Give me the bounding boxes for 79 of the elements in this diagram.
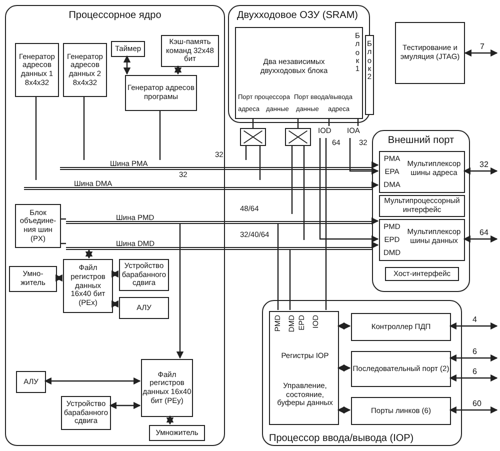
connector-line [325,138,327,310]
double-arrow [55,274,63,282]
double-arrow [109,402,141,410]
block-box [149,425,205,441]
double-arrow [174,65,182,75]
edge-label: 6 [472,368,478,376]
edge-label: 4 [472,316,478,324]
double-arrow [44,377,141,385]
block-box [351,397,451,425]
block-box [385,267,459,281]
double-arrow [337,364,351,372]
block-frame [372,130,470,292]
arrow [319,138,379,243]
double-arrow [111,270,119,278]
connector-line [289,250,291,310]
double-arrow [337,322,351,330]
double-arrow [337,406,351,414]
block-box [379,195,465,217]
block-box [379,219,465,261]
block-box [395,22,465,84]
block-title: Внешний порт [386,135,456,146]
connector-line [291,146,293,214]
connector-line [277,224,279,310]
edge-label: 32 [478,161,490,169]
double-arrow [166,415,174,425]
block-box [379,151,465,193]
connector-line [259,146,261,180]
connector-line [60,218,66,220]
block-box [141,359,193,417]
arrow [349,138,379,175]
double-arrow [463,235,498,243]
arrow [372,241,379,249]
block-box [15,43,59,97]
block-box [63,43,107,97]
block-box [351,351,451,387]
block-box [269,311,339,425]
edge-label: 6 [472,348,478,356]
double-arrow [449,322,498,330]
block-box [125,75,197,111]
connector-line [297,118,299,128]
arrow [372,217,379,225]
block-box [9,266,57,292]
double-arrow [123,55,131,75]
block-box [119,297,169,319]
block-title: Двухходовое ОЗУ (SRAM) [237,10,358,22]
block-title: Процессорное ядро [68,10,162,22]
arrow [372,181,379,189]
arrow [372,161,379,169]
double-arrow [463,167,498,175]
block-frame [5,5,225,446]
block-box [351,313,451,341]
connector-line [252,118,254,128]
edge-label: 64 [478,229,490,237]
double-arrow [449,406,498,414]
connector-line [357,118,359,126]
connector-line [60,242,66,244]
block-box [235,27,363,119]
block-box [16,371,46,393]
connector-line [159,110,161,160]
connector-line [328,118,330,126]
arrow [176,224,184,359]
connector-line [245,146,247,160]
connector-line [83,96,85,160]
block-box [111,41,145,57]
block-frame [262,300,462,446]
block-title: Процессор ввода/вывода (IOP) [269,432,414,444]
connector-line [35,96,37,180]
double-arrow [449,374,498,382]
block-box [63,259,113,313]
connector-line [303,146,305,240]
double-arrow [449,354,498,362]
edge-label: 7 [479,43,486,51]
double-arrow [85,249,93,259]
block-box [365,35,374,115]
double-arrow [111,300,119,308]
switch-box [285,128,311,146]
double-arrow [464,49,498,57]
edge-label: 60 [472,400,482,408]
switch-box [240,128,266,146]
